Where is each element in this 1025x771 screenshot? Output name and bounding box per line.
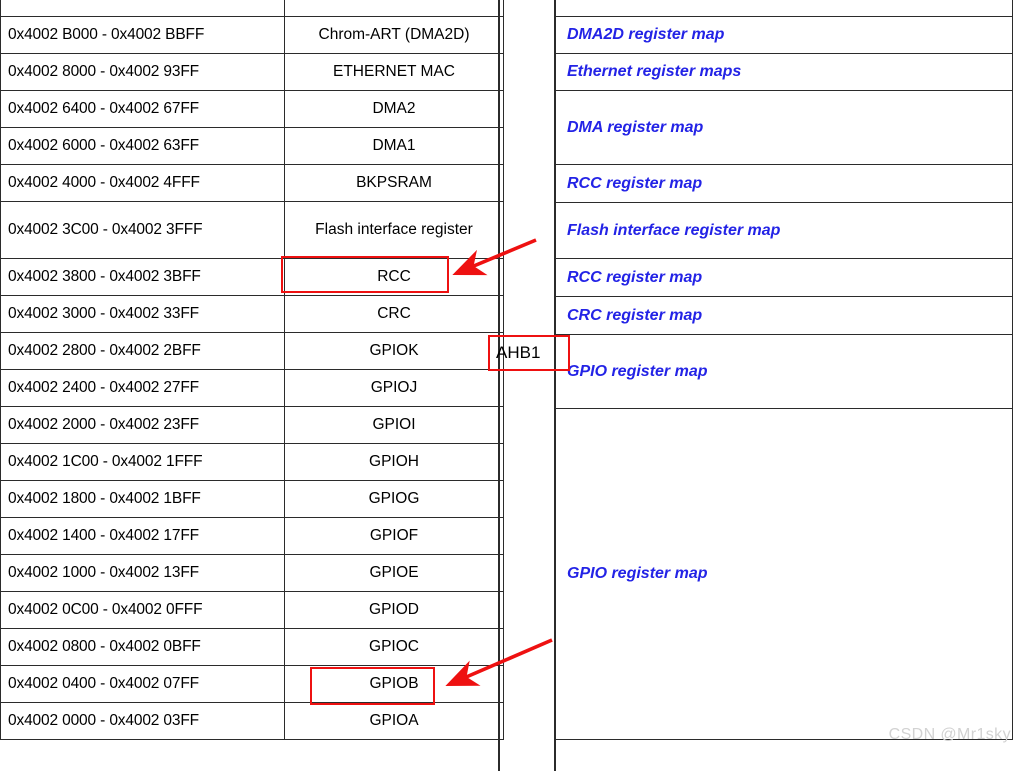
register-map-row: DMA2D register map bbox=[554, 16, 1013, 54]
peripheral-cell: GPIOG bbox=[284, 480, 504, 518]
address-cell: 0x4002 1800 - 0x4002 1BFF bbox=[0, 480, 285, 518]
address-cell: 0x4002 3800 - 0x4002 3BFF bbox=[0, 258, 285, 296]
table-row: 0x4002 2000 - 0x4002 23FF GPIOI bbox=[0, 406, 504, 444]
address-peripheral-table: 0x4002 B000 - 0x4002 BBFF Chrom-ART (DMA… bbox=[0, 0, 504, 740]
peripheral-cell: GPIOA bbox=[284, 702, 504, 740]
highlight-box-ahb1: AHB1 bbox=[488, 335, 570, 371]
peripheral-cell-gpiob: GPIOB bbox=[284, 665, 504, 703]
table-row: 0x4002 0800 - 0x4002 0BFF GPIOC bbox=[0, 628, 504, 666]
table-row: 0x4002 1C00 - 0x4002 1FFF GPIOH bbox=[0, 443, 504, 481]
register-map-row bbox=[554, 0, 1013, 17]
register-map-link[interactable]: GPIO register map bbox=[554, 408, 1013, 740]
register-map-table: DMA2D register map Ethernet register map… bbox=[554, 0, 1013, 740]
address-cell: 0x4002 B000 - 0x4002 BBFF bbox=[0, 16, 285, 54]
watermark: CSDN @Mr1sky bbox=[888, 726, 1011, 743]
peripheral-cell: GPIOC bbox=[284, 628, 504, 666]
bus-label-ahb1: AHB1 bbox=[496, 343, 541, 362]
peripheral-cell: DMA1 bbox=[284, 127, 504, 165]
address-cell: 0x4002 4000 - 0x4002 4FFF bbox=[0, 164, 285, 202]
peripheral-cell: GPIOH bbox=[284, 443, 504, 481]
peripheral-cell: ETHERNET MAC bbox=[284, 53, 504, 91]
address-peripheral-table-body: 0x4002 B000 - 0x4002 BBFF Chrom-ART (DMA… bbox=[0, 0, 504, 740]
table-row: 0x4002 6000 - 0x4002 63FF DMA1 bbox=[0, 127, 504, 165]
address-cell bbox=[0, 0, 285, 17]
register-map-row: RCC register map bbox=[554, 164, 1013, 203]
peripheral-cell: GPIOE bbox=[284, 554, 504, 592]
table-row: 0x4002 1000 - 0x4002 13FF GPIOE bbox=[0, 554, 504, 592]
register-map-link[interactable]: Ethernet register maps bbox=[554, 53, 1013, 91]
table-row: 0x4002 3C00 - 0x4002 3FFF Flash interfac… bbox=[0, 201, 504, 259]
peripheral-cell: GPIOF bbox=[284, 517, 504, 555]
peripheral-cell: GPIOD bbox=[284, 591, 504, 629]
register-map-link[interactable]: RCC register map bbox=[554, 258, 1013, 297]
register-map-row: GPIO register map bbox=[554, 408, 1013, 740]
address-cell: 0x4002 6000 - 0x4002 63FF bbox=[0, 127, 285, 165]
register-map-link[interactable]: GPIO register map bbox=[554, 334, 1013, 409]
table-row: 0x4002 1800 - 0x4002 1BFF GPIOG bbox=[0, 480, 504, 518]
address-cell: 0x4002 1C00 - 0x4002 1FFF bbox=[0, 443, 285, 481]
table-row: 0x4002 3000 - 0x4002 33FF CRC bbox=[0, 295, 504, 333]
peripheral-cell bbox=[284, 0, 504, 17]
peripheral-cell: CRC bbox=[284, 295, 504, 333]
table-row: 0x4002 0C00 - 0x4002 0FFF GPIOD bbox=[0, 591, 504, 629]
address-cell: 0x4002 8000 - 0x4002 93FF bbox=[0, 53, 285, 91]
table-row: 0x4002 2800 - 0x4002 2BFF GPIOK bbox=[0, 332, 504, 370]
table-row bbox=[0, 0, 504, 17]
bus-column bbox=[498, 0, 556, 771]
address-cell: 0x4002 1400 - 0x4002 17FF bbox=[0, 517, 285, 555]
register-map-link[interactable] bbox=[554, 0, 1013, 17]
peripheral-cell: DMA2 bbox=[284, 90, 504, 128]
register-map-row: Ethernet register maps bbox=[554, 53, 1013, 91]
address-cell: 0x4002 2000 - 0x4002 23FF bbox=[0, 406, 285, 444]
table-row: 0x4002 6400 - 0x4002 67FF DMA2 bbox=[0, 90, 504, 128]
address-cell: 0x4002 1000 - 0x4002 13FF bbox=[0, 554, 285, 592]
register-map-link[interactable]: CRC register map bbox=[554, 296, 1013, 335]
address-cell: 0x4002 0800 - 0x4002 0BFF bbox=[0, 628, 285, 666]
table-row: 0x4002 B000 - 0x4002 BBFF Chrom-ART (DMA… bbox=[0, 16, 504, 54]
table-row: 0x4002 3800 - 0x4002 3BFF RCC bbox=[0, 258, 504, 296]
table-row: 0x4002 0000 - 0x4002 03FF GPIOA bbox=[0, 702, 504, 740]
register-map-row: Flash interface register map bbox=[554, 202, 1013, 259]
address-cell: 0x4002 3000 - 0x4002 33FF bbox=[0, 295, 285, 333]
peripheral-cell: GPIOI bbox=[284, 406, 504, 444]
register-map-row: CRC register map bbox=[554, 296, 1013, 335]
register-map-link[interactable]: DMA2D register map bbox=[554, 16, 1013, 54]
register-map-row: RCC register map bbox=[554, 258, 1013, 297]
address-cell: 0x4002 0C00 - 0x4002 0FFF bbox=[0, 591, 285, 629]
table-row: 0x4002 0400 - 0x4002 07FF GPIOB bbox=[0, 665, 504, 703]
peripheral-cell: GPIOK bbox=[284, 332, 504, 370]
register-map-link[interactable]: DMA register map bbox=[554, 90, 1013, 165]
table-row: 0x4002 1400 - 0x4002 17FF GPIOF bbox=[0, 517, 504, 555]
register-map-link[interactable]: RCC register map bbox=[554, 164, 1013, 203]
peripheral-cell-rcc: RCC bbox=[284, 258, 504, 296]
address-cell: 0x4002 0000 - 0x4002 03FF bbox=[0, 702, 285, 740]
table-row: 0x4002 8000 - 0x4002 93FF ETHERNET MAC bbox=[0, 53, 504, 91]
address-cell: 0x4002 3C00 - 0x4002 3FFF bbox=[0, 201, 285, 259]
table-row: 0x4002 4000 - 0x4002 4FFF BKPSRAM bbox=[0, 164, 504, 202]
address-cell: 0x4002 6400 - 0x4002 67FF bbox=[0, 90, 285, 128]
register-map-row: DMA register map bbox=[554, 90, 1013, 165]
address-cell: 0x4002 2800 - 0x4002 2BFF bbox=[0, 332, 285, 370]
register-map-link[interactable]: Flash interface register map bbox=[554, 202, 1013, 259]
peripheral-cell: Chrom-ART (DMA2D) bbox=[284, 16, 504, 54]
register-map-table-body: DMA2D register map Ethernet register map… bbox=[554, 0, 1013, 740]
peripheral-cell: BKPSRAM bbox=[284, 164, 504, 202]
table-row: 0x4002 2400 - 0x4002 27FF GPIOJ bbox=[0, 369, 504, 407]
peripheral-cell: Flash interface register bbox=[284, 201, 504, 259]
address-cell: 0x4002 2400 - 0x4002 27FF bbox=[0, 369, 285, 407]
register-map-row: GPIO register map bbox=[554, 334, 1013, 409]
peripheral-cell: GPIOJ bbox=[284, 369, 504, 407]
address-cell: 0x4002 0400 - 0x4002 07FF bbox=[0, 665, 285, 703]
